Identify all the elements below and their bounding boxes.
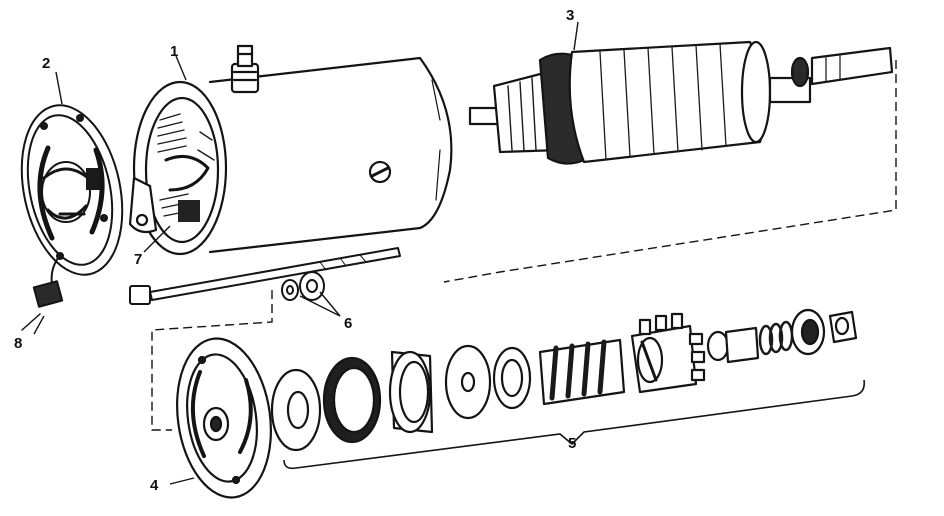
callout-2: 2 <box>42 55 50 72</box>
callout-4: 4 <box>150 477 159 494</box>
washers-6 <box>281 271 325 301</box>
through-bolt <box>129 247 401 305</box>
brush-connector-8 <box>21 257 64 331</box>
bracket-5 <box>283 379 866 470</box>
callout-1: 1 <box>170 43 178 60</box>
assembly-line-drive <box>151 290 273 431</box>
assembly-line-armature <box>443 60 897 283</box>
drive-end-plate-4 <box>176 337 272 499</box>
end-plate-2 <box>20 104 124 276</box>
callout-6: 6 <box>344 315 352 332</box>
leader-lines <box>33 21 579 485</box>
field-frame-1 <box>128 44 453 256</box>
callout-5: 5 <box>568 435 576 452</box>
callout-3: 3 <box>566 7 574 24</box>
callout-7: 7 <box>134 251 142 268</box>
callout-8: 8 <box>14 335 22 352</box>
drive-assembly-5 <box>270 308 858 452</box>
armature-3 <box>468 40 894 165</box>
